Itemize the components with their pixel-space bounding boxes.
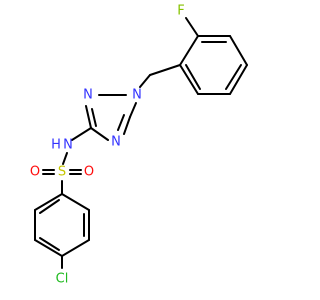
bond <box>185 64 201 90</box>
atom-amide-hydrogen: H <box>51 138 61 153</box>
bond <box>39 199 60 214</box>
bond <box>34 239 63 257</box>
atom-amide-nitrogen: N <box>63 138 73 153</box>
bond <box>62 152 68 165</box>
bond <box>225 64 242 90</box>
atom-nitrogen-4: N <box>111 135 121 150</box>
molecule-structure: F N N N N H S O O Cl <box>30 4 248 287</box>
bonds <box>34 17 248 269</box>
atom-fluorine: F <box>177 4 184 19</box>
bond <box>229 64 248 95</box>
bond <box>34 193 63 211</box>
bond <box>179 35 199 66</box>
bond <box>123 116 131 135</box>
atom-labels: F N N N N H S O O Cl <box>30 4 185 287</box>
bond <box>139 74 151 88</box>
bond <box>185 17 199 37</box>
atom-oxygen-left: O <box>30 165 40 180</box>
bond <box>149 64 181 76</box>
bond <box>85 105 92 129</box>
atom-nitrogen-2: N <box>83 88 93 103</box>
bond <box>117 114 125 131</box>
atom-sulfur: S <box>58 165 66 180</box>
atom-oxygen-right: O <box>84 165 94 180</box>
bond <box>129 102 137 118</box>
bond <box>90 127 109 141</box>
bond <box>229 35 248 66</box>
bond <box>179 64 199 95</box>
atom-nitrogen-1: N <box>132 88 142 103</box>
bond <box>61 239 90 257</box>
bond <box>71 127 92 141</box>
bond <box>61 193 90 211</box>
atom-chlorine: Cl <box>56 272 69 287</box>
bond <box>91 108 97 127</box>
bond <box>39 237 60 251</box>
